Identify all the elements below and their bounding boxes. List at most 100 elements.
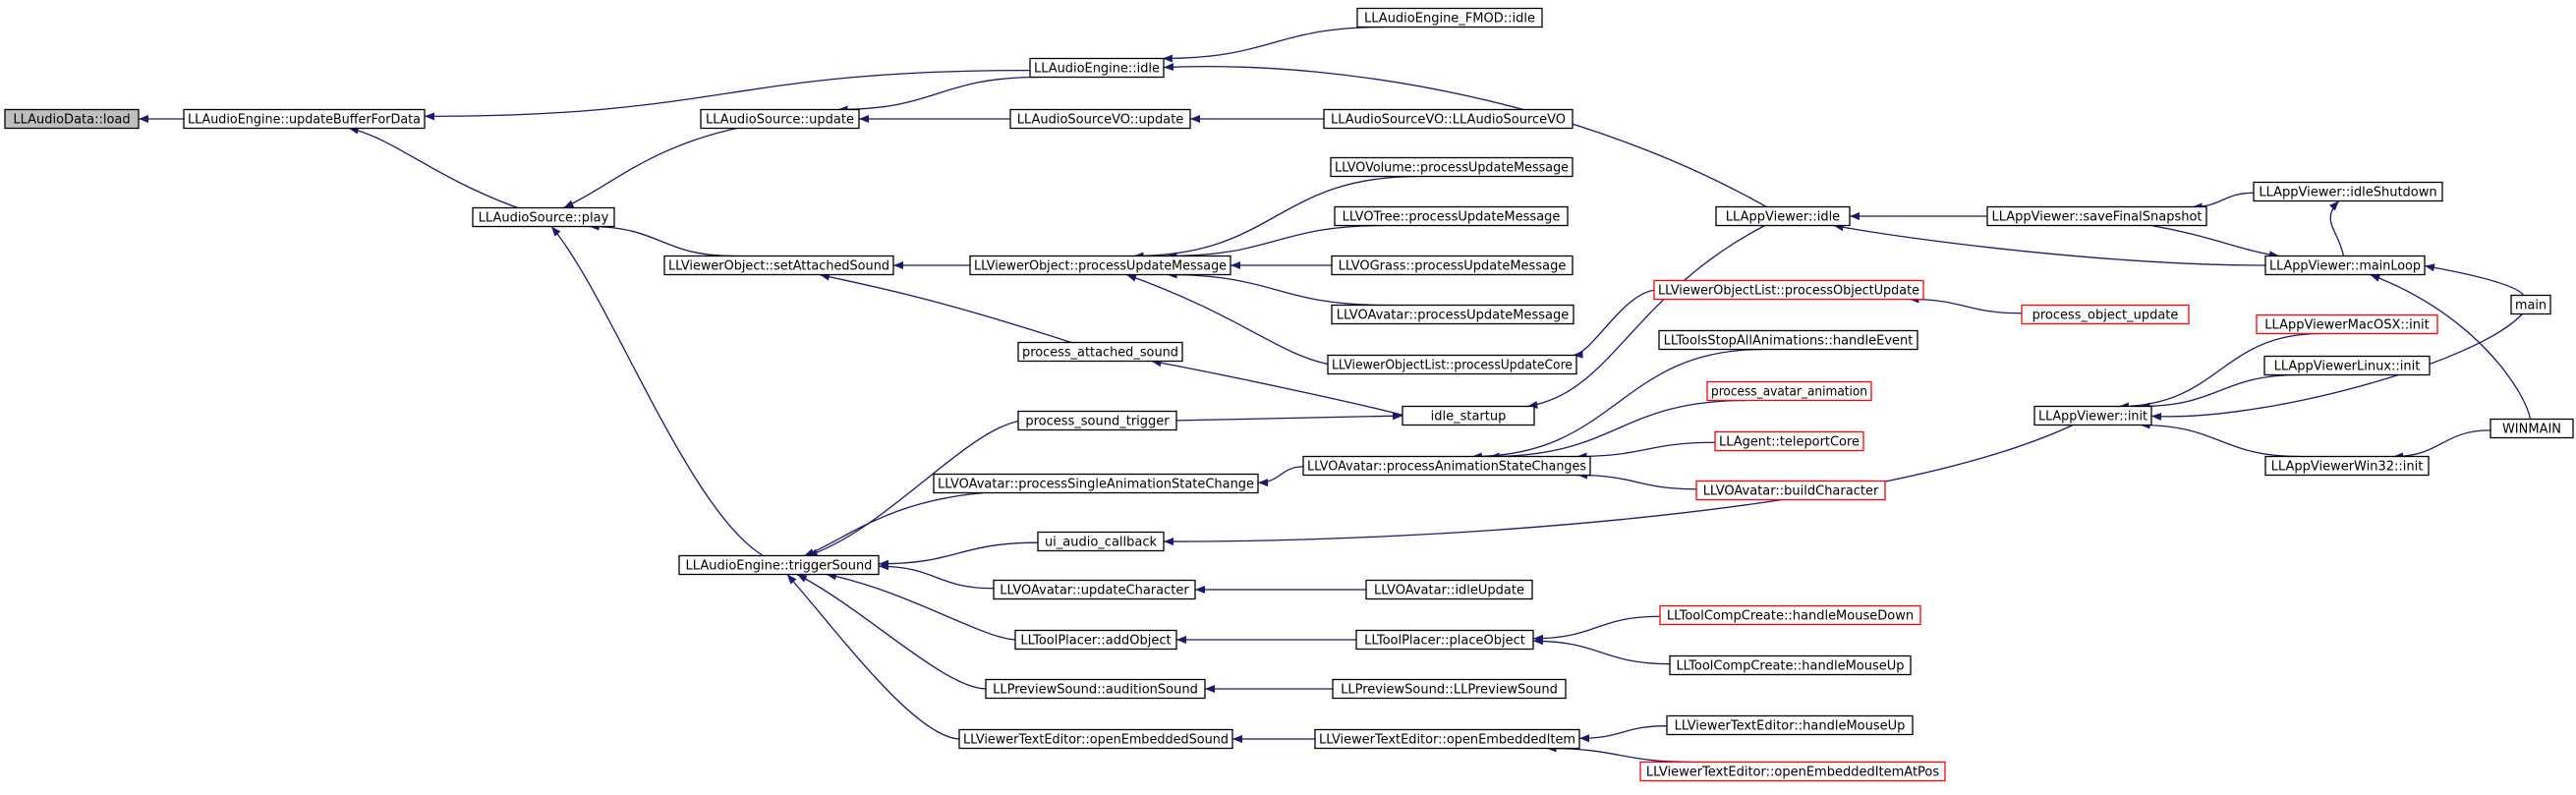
graph-node-n18[interactable]: LLViewerObjectList::processObjectUpdate xyxy=(1653,279,1924,301)
graph-node-n48[interactable]: LLAppViewerLinux::init xyxy=(2263,355,2431,376)
graph-node-n2[interactable]: LLAudioEngine::idle xyxy=(1029,57,1165,79)
graph-node-n24[interactable]: WINMAIN xyxy=(2490,418,2574,439)
node-label: LLVOAvatar::buildCharacter xyxy=(1703,484,1879,499)
node-box xyxy=(2256,313,2438,335)
node-label: LLVOVolume::processUpdateMessage xyxy=(1335,161,1569,176)
edge-n14-to-n9 xyxy=(1125,273,1329,366)
node-box xyxy=(1327,354,1577,375)
graph-node-n14[interactable]: LLViewerObjectList::processUpdateCore xyxy=(1327,354,1577,375)
edge-n20-to-n22 xyxy=(2150,224,2279,259)
graph-node-n28[interactable]: LLVOAvatar::buildCharacter xyxy=(1695,480,1886,501)
edge-n2-to-n1 xyxy=(424,69,1031,121)
graph-node-n39[interactable]: LLToolCompCreate::handleMouseUp xyxy=(1669,654,1912,676)
graph-node-n20[interactable]: LLAppViewer::saveFinalSnapshot xyxy=(1986,205,2207,227)
edges-layer xyxy=(139,26,2532,764)
graph-node-n1[interactable]: LLAudioEngine::updateBufferForData xyxy=(183,108,426,130)
node-label: LLToolPlacer::addObject xyxy=(1020,634,1171,649)
node-box xyxy=(933,473,1259,494)
node-box xyxy=(1331,255,1574,276)
edge-n23-to-n46 xyxy=(2150,313,2523,421)
edge-n30-to-n33 xyxy=(803,491,985,557)
node-label: LLViewerTextEditor::openEmbeddedItemAtPo… xyxy=(1646,766,1940,780)
node-box xyxy=(1014,629,1177,651)
node-box xyxy=(1017,341,1183,363)
edge-n47-to-n46 xyxy=(2118,332,2321,411)
node-box xyxy=(1715,205,1851,227)
node-box xyxy=(1695,480,1886,501)
node-label: LLAudioSource::update xyxy=(706,113,854,128)
node-box xyxy=(993,579,1196,600)
graph-node-n19[interactable]: process_object_update xyxy=(2021,304,2190,325)
node-label: LLPreviewSound::auditionSound xyxy=(993,683,1198,698)
graph-node-n32[interactable]: ui_audio_callback xyxy=(1037,531,1165,552)
graph-node-n6[interactable]: LLAudioSourceVO::LLAudioSourceVO xyxy=(1323,108,1574,130)
graph-node-n17[interactable]: LLAppViewer::idle xyxy=(1715,205,1851,227)
edge-n24-to-n49 xyxy=(2392,429,2491,461)
graph-node-n40[interactable]: LLPreviewSound::auditionSound xyxy=(985,678,1206,700)
node-label: LLAppViewer::mainLoop xyxy=(2269,259,2421,274)
node-label: idle_startup xyxy=(1431,410,1507,425)
graph-node-n45[interactable]: LLViewerTextEditor::openEmbeddedItemAtPo… xyxy=(1639,761,1946,782)
graph-node-n5[interactable]: LLAudioSourceVO::update xyxy=(1009,108,1191,130)
node-label: WINMAIN xyxy=(2502,423,2561,437)
graph-node-n15[interactable]: process_attached_sound xyxy=(1017,341,1183,363)
graph-node-n42[interactable]: LLViewerTextEditor::openEmbeddedSound xyxy=(958,728,1233,750)
node-box xyxy=(2021,304,2190,325)
graph-node-n4[interactable]: LLAudioSource::update xyxy=(700,108,860,130)
node-label: LLPreviewSound::LLPreviewSound xyxy=(1341,683,1558,698)
graph-node-n36[interactable]: LLToolPlacer::addObject xyxy=(1014,629,1177,651)
graph-node-n10[interactable]: LLVOVolume::processUpdateMessage xyxy=(1330,156,1574,178)
edge-n45-to-n43 xyxy=(1546,744,1693,764)
node-box xyxy=(2264,255,2426,276)
node-label: LLViewerObjectList::processObjectUpdate xyxy=(1658,284,1919,299)
graph-node-n21[interactable]: LLAppViewer::idleShutdown xyxy=(2253,181,2443,202)
node-label: LLAppViewer::init xyxy=(2038,410,2147,425)
graph-node-n47[interactable]: LLAppViewerMacOSX::init xyxy=(2256,313,2438,335)
edge-n23-to-n22 xyxy=(2424,263,2525,296)
node-label: LLViewerObject::setAttachedSound xyxy=(668,259,889,274)
node-label: process_sound_trigger xyxy=(1025,415,1170,429)
graph-node-n8[interactable]: LLViewerObject::setAttachedSound xyxy=(663,255,894,276)
graph-node-n31[interactable]: process_sound_trigger xyxy=(1017,410,1177,431)
node-label: process_object_update xyxy=(2032,309,2179,323)
graph-node-n9[interactable]: LLViewerObject::processUpdateMessage xyxy=(969,255,1231,276)
graph-node-n11[interactable]: LLVOTree::processUpdateMessage xyxy=(1334,205,1569,227)
graph-node-n16[interactable]: idle_startup xyxy=(1402,405,1535,426)
graph-node-n43[interactable]: LLViewerTextEditor::openEmbeddedItem xyxy=(1314,728,1580,750)
node-box xyxy=(1714,430,1864,452)
graph-node-n12[interactable]: LLVOGrass::processUpdateMessage xyxy=(1331,255,1574,276)
graph-node-n23[interactable]: main xyxy=(2510,294,2551,315)
graph-node-n25[interactable]: LLToolsStopAllAnimations::handleEvent xyxy=(1658,329,1918,351)
graph-node-n0[interactable]: LLAudioData::load xyxy=(4,108,140,130)
node-label: LLAudioEngine::updateBufferForData xyxy=(188,113,421,128)
graph-node-n49[interactable]: LLAppViewerWin32::init xyxy=(2264,455,2430,477)
graph-node-n29[interactable]: LLVOAvatar::processAnimationStateChanges xyxy=(1302,455,1591,477)
graph-node-n44[interactable]: LLViewerTextEditor::handleMouseUp xyxy=(1666,714,1914,736)
graph-node-n34[interactable]: LLVOAvatar::updateCharacter xyxy=(993,579,1196,600)
node-box xyxy=(1331,304,1574,325)
graph-node-n46[interactable]: LLAppViewer::init xyxy=(2033,405,2152,426)
graph-node-n26[interactable]: process_avatar_animation xyxy=(1706,380,1872,402)
graph-node-n27[interactable]: LLAgent::teleportCore xyxy=(1714,430,1864,452)
node-box xyxy=(2263,355,2431,376)
graph-node-n33[interactable]: LLAudioEngine::triggerSound xyxy=(678,554,880,576)
graph-node-n37[interactable]: LLToolPlacer::placeObject xyxy=(1355,629,1534,651)
graph-node-n22[interactable]: LLAppViewer::mainLoop xyxy=(2264,255,2426,276)
graph-node-n30[interactable]: LLVOAvatar::processSingleAnimationStateC… xyxy=(933,473,1259,494)
graph-node-n35[interactable]: LLVOAvatar::idleUpdate xyxy=(1365,579,1533,600)
edge-n17-to-n16 xyxy=(1527,224,1766,409)
edge-n22-to-n17 xyxy=(1833,223,2266,266)
node-label: LLToolsStopAllAnimations::handleEvent xyxy=(1664,334,1914,349)
edge-n7-to-n1 xyxy=(348,126,519,209)
graph-node-n7[interactable]: LLAudioSource::play xyxy=(472,206,615,228)
node-box xyxy=(1653,279,1924,301)
graph-node-n38[interactable]: LLToolCompCreate::handleMouseDown xyxy=(1659,604,1921,626)
node-box xyxy=(1029,57,1165,79)
graph-node-n3[interactable]: LLAudioEngine_FMOD::idle xyxy=(1356,7,1543,28)
edge-n10-to-n9 xyxy=(1133,175,1419,260)
graph-node-n13[interactable]: LLVOAvatar::processUpdateMessage xyxy=(1331,304,1574,325)
graph-node-n41[interactable]: LLPreviewSound::LLPreviewSound xyxy=(1332,678,1567,700)
edge-n44-to-n43 xyxy=(1578,725,1668,743)
node-box xyxy=(1302,455,1591,477)
